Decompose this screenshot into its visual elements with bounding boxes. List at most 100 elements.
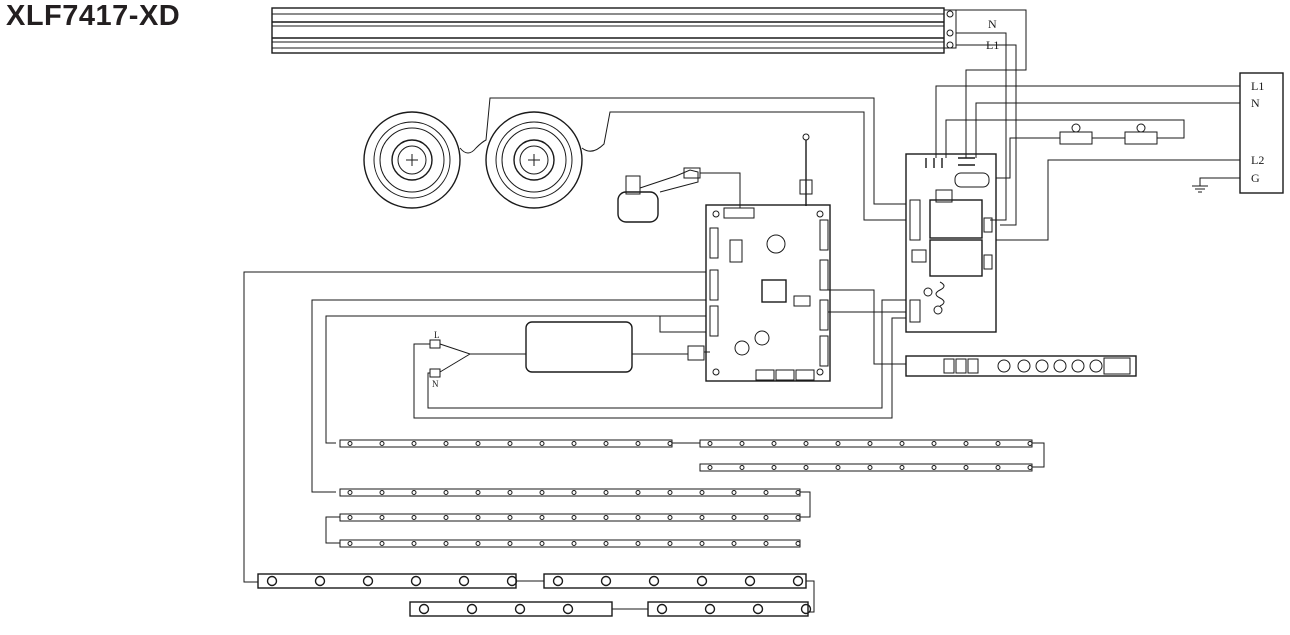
term-g-label: G <box>1251 171 1260 185</box>
led-dot <box>603 541 609 546</box>
led-dot <box>795 490 801 495</box>
led-dot <box>739 441 745 446</box>
led-dot <box>635 515 641 520</box>
led-dot <box>635 490 641 495</box>
led-lens <box>418 603 430 615</box>
led-dot <box>995 465 1001 470</box>
led-dot <box>603 515 609 520</box>
led-dot <box>731 515 737 520</box>
led-dot <box>347 515 353 520</box>
heating-element <box>271 7 957 54</box>
led-dot <box>571 541 577 546</box>
led-lens <box>410 575 422 587</box>
led-dot <box>507 541 513 546</box>
led-dot <box>635 441 641 446</box>
led-dot <box>707 465 713 470</box>
led-dot <box>731 490 737 495</box>
led-lens <box>752 603 764 615</box>
led-dot <box>763 490 769 495</box>
led-dot <box>379 441 385 446</box>
led-dot <box>835 441 841 446</box>
led-dot <box>443 441 449 446</box>
led-dot <box>867 465 873 470</box>
led-lens <box>600 575 612 587</box>
led-dot <box>867 441 873 446</box>
blower-fan-left <box>363 111 461 209</box>
led-lens <box>792 575 804 587</box>
led-lens <box>314 575 326 587</box>
power-adapter <box>429 321 705 378</box>
led-dot <box>699 515 705 520</box>
led-strip-wide <box>257 573 809 617</box>
heater-n-label: N <box>988 17 997 31</box>
led-dot <box>739 465 745 470</box>
led-dot <box>379 490 385 495</box>
led-dot <box>931 441 937 446</box>
led-dot <box>771 441 777 446</box>
led-dot <box>835 465 841 470</box>
led-dot <box>803 465 809 470</box>
led-lens <box>458 575 470 587</box>
ground-icon <box>1192 185 1208 193</box>
led-dot <box>411 490 417 495</box>
led-dot <box>763 541 769 546</box>
terminal-block: L1 N L2 G <box>1239 72 1284 194</box>
led-dot <box>995 441 1001 446</box>
led-lens <box>466 603 478 615</box>
led-dot <box>475 541 481 546</box>
led-dot <box>347 490 353 495</box>
motor <box>617 167 701 223</box>
led-dot <box>507 515 513 520</box>
led-dot <box>899 465 905 470</box>
led-dot <box>443 490 449 495</box>
led-lens <box>266 575 278 587</box>
led-lens <box>800 603 812 615</box>
power-relay-board <box>905 153 997 333</box>
thermostat <box>1059 123 1158 145</box>
led-dot <box>539 541 545 546</box>
led-lens <box>648 575 660 587</box>
led-lens <box>362 575 374 587</box>
led-dot <box>763 515 769 520</box>
control-board <box>705 204 831 382</box>
term-l1-label: L1 <box>1251 79 1264 93</box>
led-dot <box>667 515 673 520</box>
led-dot <box>963 441 969 446</box>
led-dot <box>603 441 609 446</box>
term-l2-label: L2 <box>1251 153 1264 167</box>
led-dot <box>667 490 673 495</box>
led-dot <box>379 515 385 520</box>
led-dot <box>539 441 545 446</box>
model-title: XLF7417-XD <box>6 0 181 32</box>
led-dot <box>931 465 937 470</box>
led-dot <box>635 541 641 546</box>
led-dot <box>1027 441 1033 446</box>
led-lens <box>506 575 518 587</box>
led-dot <box>571 515 577 520</box>
led-dot <box>731 541 737 546</box>
led-dot <box>795 515 801 520</box>
led-dot <box>411 441 417 446</box>
led-lens <box>744 575 756 587</box>
led-dot <box>571 441 577 446</box>
led-lens <box>552 575 564 587</box>
led-dot <box>803 441 809 446</box>
led-dot <box>475 441 481 446</box>
led-lens <box>514 603 526 615</box>
term-n-label: N <box>1251 96 1260 110</box>
led-dot <box>539 515 545 520</box>
led-dot <box>539 490 545 495</box>
keypad-display <box>905 355 1137 377</box>
led-dot <box>475 490 481 495</box>
led-lens <box>562 603 574 615</box>
led-dot <box>571 490 577 495</box>
led-dot <box>443 515 449 520</box>
led-dot <box>707 441 713 446</box>
led-dot <box>963 465 969 470</box>
led-dot <box>507 441 513 446</box>
led-dot <box>411 515 417 520</box>
led-dot <box>411 541 417 546</box>
led-dot <box>347 441 353 446</box>
led-dot <box>667 541 673 546</box>
led-lens <box>704 603 716 615</box>
